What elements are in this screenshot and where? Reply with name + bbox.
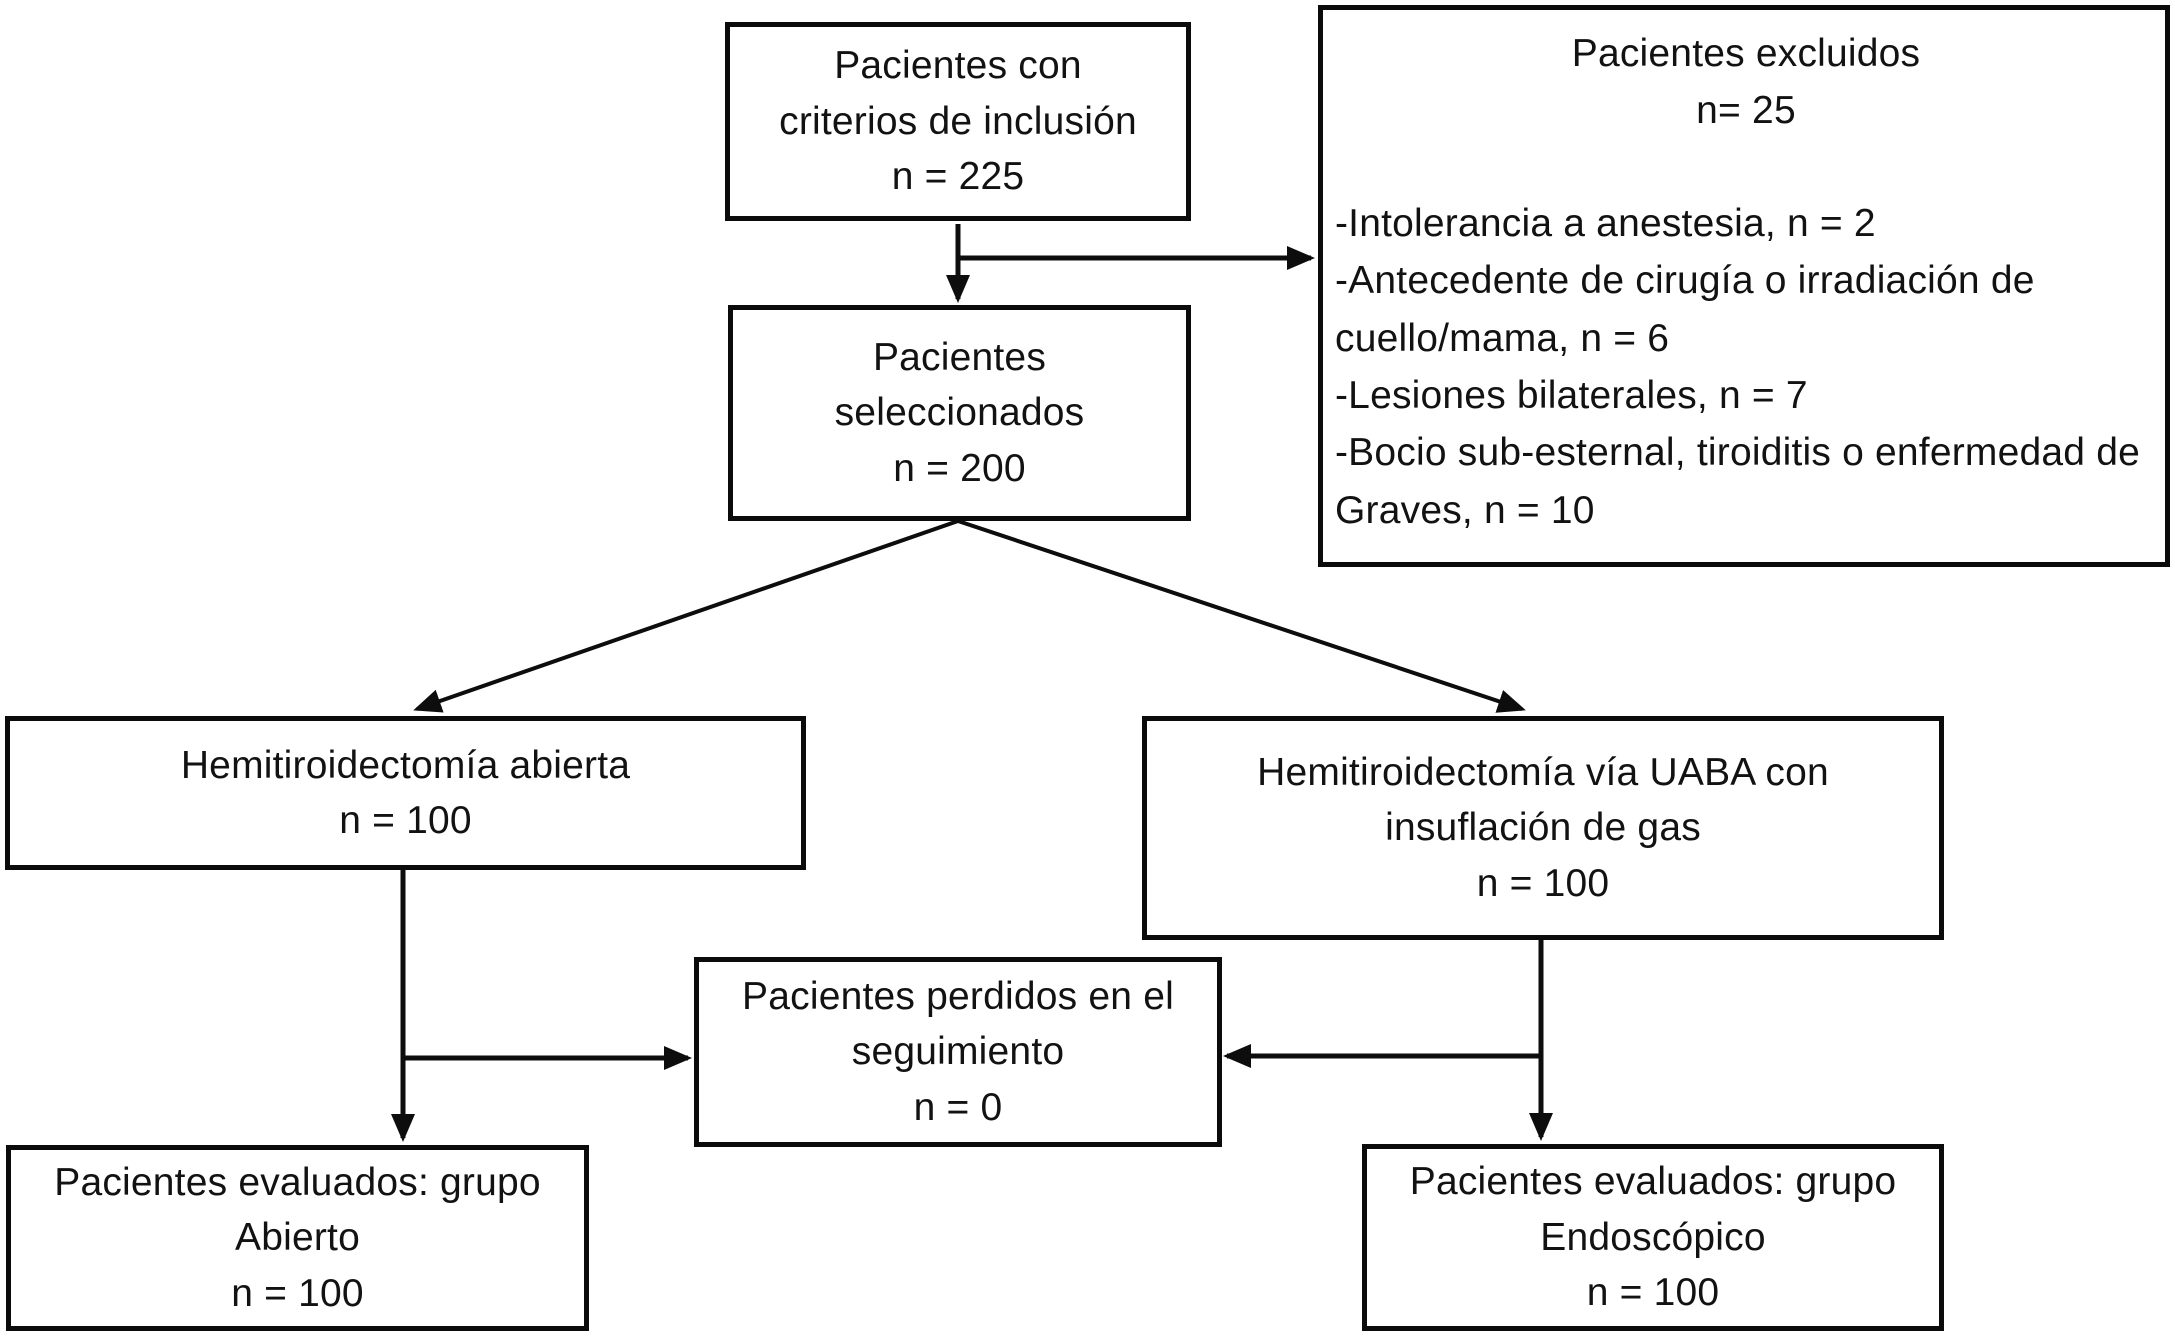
evaluated-endoscopic-count: n = 100 — [1586, 1271, 1720, 1315]
evaluated-endoscopic-line-2: Endoscópico — [1540, 1215, 1766, 1259]
excluded-reasons-list: -Intolerancia a anestesia, n = 2 -Antece… — [1335, 195, 2157, 539]
excluded-reason-item: -Bocio sub-esternal, tiroiditis o enferm… — [1335, 431, 2140, 532]
evaluated-open-count: n = 100 — [231, 1271, 364, 1315]
arrow-selected-to-uaba-arm — [957, 519, 1526, 713]
excluded-reason-item: -Intolerancia a anestesia, n = 2 — [1335, 202, 1876, 246]
excluded-reason-item: -Antecedente de cirugía o irradiación de… — [1335, 259, 2035, 360]
inclusion-count: n = 225 — [891, 155, 1025, 199]
open-arm-count: n = 100 — [339, 799, 472, 842]
box-evaluated-endoscopic-group: Pacientes evaluados: grupo Endoscópico n… — [1362, 1144, 1944, 1331]
excluded-title: Pacientes excluidos n= 25 — [1335, 26, 2157, 139]
excluded-title-line-1: Pacientes excluidos — [1571, 32, 1921, 75]
uaba-arm-count: n = 100 — [1476, 861, 1610, 905]
selected-line-2: seleccionados — [834, 391, 1085, 435]
evaluated-endoscopic-line-1: Pacientes evaluados: grupo — [1409, 1160, 1897, 1204]
arrow-selected-to-open-arm — [413, 519, 959, 713]
lost-line-2: seguimiento — [851, 1030, 1065, 1074]
uaba-arm-line-2: insuflación de gas — [1385, 806, 1701, 850]
lost-count: n = 0 — [913, 1085, 1003, 1129]
box-open-hemithyroidectomy: Hemitiroidectomía abierta n = 100 — [5, 716, 806, 870]
box-excluded-patients: Pacientes excluidos n= 25 -Intolerancia … — [1318, 5, 2170, 567]
box-inclusion-criteria: Pacientes con criterios de inclusión n =… — [725, 22, 1191, 221]
lost-line-1: Pacientes perdidos en el — [742, 974, 1174, 1018]
box-lost-to-followup: Pacientes perdidos en el seguimiento n =… — [694, 957, 1222, 1147]
selected-count: n = 200 — [893, 446, 1026, 490]
box-selected-patients: Pacientes seleccionados n = 200 — [728, 305, 1191, 521]
uaba-arm-line-1: Hemitiroidectomía vía UABA con — [1257, 750, 1829, 794]
inclusion-line-1: Pacientes con — [834, 44, 1082, 88]
box-uaba-hemithyroidectomy: Hemitiroidectomía vía UABA con insuflaci… — [1142, 716, 1944, 940]
evaluated-open-line-2: Abierto — [235, 1216, 360, 1260]
excluded-count: n= 25 — [1696, 88, 1796, 132]
box-evaluated-open-group: Pacientes evaluados: grupo Abierto n = 1… — [6, 1145, 589, 1331]
open-arm-line-1: Hemitiroidectomía abierta — [180, 743, 631, 787]
excluded-reason-item: -Lesiones bilaterales, n = 7 — [1335, 374, 1808, 418]
evaluated-open-line-1: Pacientes evaluados: grupo — [54, 1160, 541, 1204]
selected-line-1: Pacientes — [872, 335, 1047, 379]
inclusion-line-2: criterios de inclusión — [779, 99, 1137, 143]
